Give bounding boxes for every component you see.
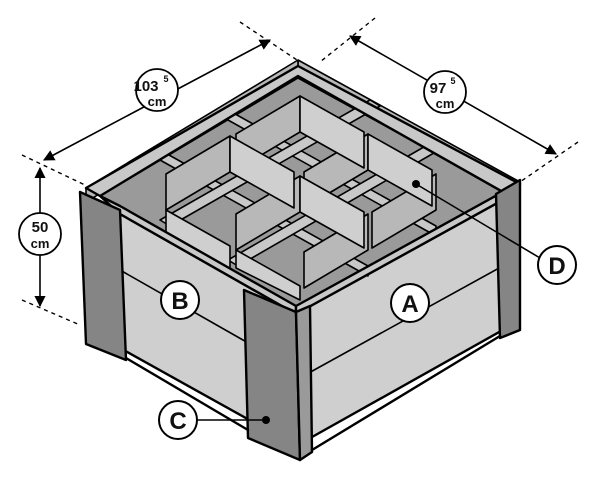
extension-lines <box>21 17 579 326</box>
label-c: C <box>158 400 270 440</box>
depth-decimal: 5 <box>450 76 455 86</box>
width-value: 103 <box>133 78 158 95</box>
label-a-text: A <box>401 291 418 318</box>
planter-box <box>78 59 522 462</box>
height-value: 50 <box>32 219 49 236</box>
label-b-text: B <box>171 288 188 315</box>
dimension-width: 103 5 cm <box>43 39 271 161</box>
corner-post-left <box>78 190 128 362</box>
label-a: A <box>390 283 430 323</box>
corner-post-front <box>242 288 302 462</box>
label-b: B <box>160 280 200 320</box>
label-d-text: D <box>548 253 565 280</box>
corner-post-right <box>494 178 522 340</box>
width-unit: cm <box>148 94 167 109</box>
height-unit: cm <box>31 236 50 251</box>
depth-value: 97 <box>430 80 447 97</box>
label-c-text: C <box>169 408 186 435</box>
width-decimal: 5 <box>163 74 168 84</box>
dimension-depth: 97 5 cm <box>349 35 557 155</box>
dimension-height: 50 cm <box>18 166 62 308</box>
depth-unit: cm <box>436 96 455 111</box>
label-d: D <box>412 180 577 285</box>
